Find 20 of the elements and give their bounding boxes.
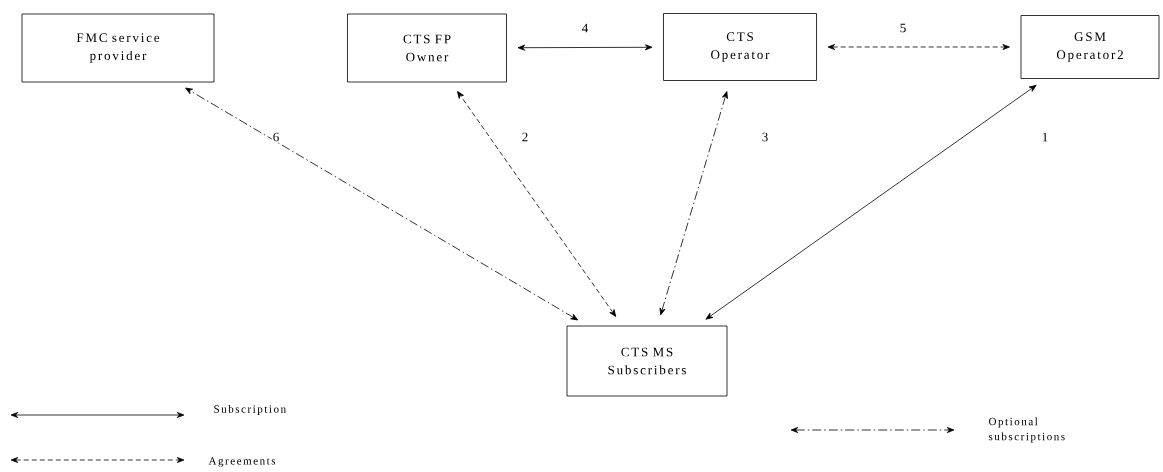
arrow [185, 87, 579, 321]
legend-text: Subscription [214, 405, 286, 415]
arrow [517, 44, 653, 51]
arrow [457, 91, 617, 317]
entity-box: FMC service provider [21, 13, 215, 83]
edge-label: 2 [520, 131, 530, 143]
legend-text: Optional subscriptions [989, 417, 1065, 443]
edge-label: 5 [898, 22, 908, 34]
entity-box: GSM Operator2 [1020, 15, 1160, 79]
edge-label: 4 [580, 22, 590, 34]
legend-text: Agreements [208, 457, 276, 467]
edge-label: 1 [1040, 131, 1050, 143]
arrow [705, 84, 1037, 320]
arrow [827, 44, 1010, 50]
edge-label: 3 [760, 131, 770, 143]
entity-box: CTS Operator [663, 13, 817, 81]
entity-box: CTS FP Owner [347, 13, 507, 83]
entity-box: CTS MS Subscribers [566, 325, 728, 397]
edge-label: 6 [271, 131, 281, 143]
arrow [659, 91, 728, 316]
